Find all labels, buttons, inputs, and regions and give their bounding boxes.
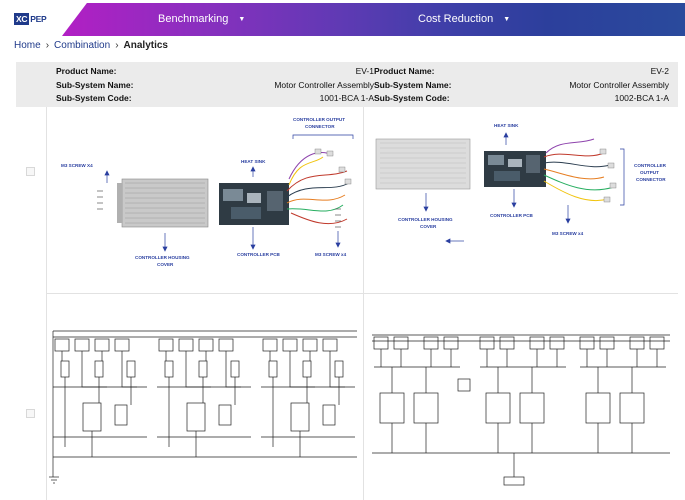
label-controller: CONTROLLER	[634, 163, 667, 168]
logo-mark: XC	[14, 13, 30, 25]
top-navigation-bar: XC PEP Benchmarking ▼ Cost Reduction ▼	[0, 0, 685, 37]
label-m3-screw: M3 SCREW X4	[61, 163, 93, 168]
breadcrumb-analytics: Analytics	[123, 40, 168, 51]
breadcrumb-combination[interactable]: Combination	[54, 40, 111, 51]
breadcrumb-separator-icon: ›	[115, 40, 119, 51]
product-info-band: Product Name: EV-1 Sub-System Name: Moto…	[16, 62, 678, 107]
select-row-schematic-checkbox[interactable]	[26, 409, 35, 418]
product-name-row: Product Name: EV-1	[56, 65, 374, 79]
logo-wordmark: PEP	[30, 14, 47, 24]
exploded-view-ev1[interactable]: M3 SCREW X4 CONTROLLER OUTPUT CONNECTOR …	[47, 109, 363, 293]
nav-cost-reduction-dropdown[interactable]: Cost Reduction ▼	[418, 13, 510, 25]
product-name-value: EV-1	[355, 66, 374, 76]
circuit-schematic-ev1-image	[49, 330, 357, 484]
grid-divider	[46, 293, 678, 294]
subsystem-code-row: Sub-System Code: 1002-BCA 1-A	[374, 92, 669, 106]
breadcrumb-home[interactable]: Home	[14, 40, 41, 51]
label-cover: COVER	[157, 262, 174, 267]
subsystem-code-label: Sub-System Code:	[374, 93, 450, 103]
exploded-view-ev2-image: HEAT SINK CONTROLLER OUTPUT CONNECTOR CO…	[375, 123, 667, 244]
subsystem-name-row: Sub-System Name: Motor Controller Assemb…	[56, 79, 374, 93]
label-controller-pcb: CONTROLLER PCB	[237, 252, 281, 257]
breadcrumb: Home › Combination › Analytics	[14, 40, 168, 51]
circuit-schematic-ev2[interactable]	[364, 327, 678, 497]
select-row-exploded-checkbox[interactable]	[26, 167, 35, 176]
label-m3-screw-b: M3 SCREW x4	[315, 252, 347, 257]
exploded-view-ev1-image: M3 SCREW X4 CONTROLLER OUTPUT CONNECTOR …	[61, 117, 354, 267]
label-controller-pcb: CONTROLLER PCB	[490, 213, 534, 218]
product-name-label: Product Name:	[374, 66, 435, 76]
grid-divider	[363, 107, 364, 500]
nav-band	[62, 3, 685, 36]
product-name-row: Product Name: EV-2	[374, 65, 669, 79]
subsystem-name-row: Sub-System Name: Motor Controller Assemb…	[374, 79, 669, 93]
label-cover: COVER	[420, 224, 437, 229]
subsystem-code-row: Sub-System Code: 1001-BCA 1-A	[56, 92, 374, 106]
label-connector: CONNECTOR	[636, 177, 666, 182]
label-output: OUTPUT	[640, 170, 659, 175]
exploded-view-ev2[interactable]: HEAT SINK CONTROLLER OUTPUT CONNECTOR CO…	[364, 109, 678, 293]
chevron-down-icon: ▼	[238, 15, 246, 23]
subsystem-code-label: Sub-System Code:	[56, 93, 132, 103]
grid-divider	[46, 107, 47, 500]
label-heat-sink: HEAT SINK	[241, 159, 266, 164]
label-controller-housing: CONTROLLER HOUSING	[398, 217, 453, 222]
label-controller-output: CONTROLLER OUTPUT	[293, 117, 345, 122]
subsystem-code-value: 1002-BCA 1-A	[614, 93, 669, 103]
nav-benchmarking-label: Benchmarking	[158, 13, 229, 25]
subsystem-code-value: 1001-BCA 1-A	[319, 93, 374, 103]
chevron-down-icon: ▼	[503, 15, 511, 23]
subsystem-name-label: Sub-System Name:	[56, 79, 134, 90]
comparison-grid: M3 SCREW X4 CONTROLLER OUTPUT CONNECTOR …	[16, 107, 678, 500]
subsystem-name-value: Motor Controller Assembly	[569, 79, 669, 90]
product-name-value: EV-2	[650, 66, 669, 76]
xcpep-logo[interactable]: XC PEP	[14, 11, 47, 27]
label-controller-housing: CONTROLLER HOUSING	[135, 255, 190, 260]
product-info-ev2: Product Name: EV-2 Sub-System Name: Moto…	[374, 65, 669, 106]
breadcrumb-separator-icon: ›	[45, 40, 50, 51]
product-name-label: Product Name:	[56, 66, 117, 76]
label-connector: CONNECTOR	[305, 124, 335, 129]
circuit-schematic-ev1[interactable]	[47, 327, 363, 497]
subsystem-name-value: Motor Controller Assembly	[274, 79, 374, 90]
label-heat-sink: HEAT SINK	[494, 123, 519, 128]
nav-cost-reduction-label: Cost Reduction	[418, 13, 494, 25]
circuit-schematic-ev2-image	[372, 334, 670, 486]
product-info-ev1: Product Name: EV-1 Sub-System Name: Moto…	[56, 65, 374, 106]
subsystem-name-label: Sub-System Name:	[374, 79, 452, 90]
nav-benchmarking-dropdown[interactable]: Benchmarking ▼	[158, 13, 245, 25]
label-m3-screw: M3 SCREW x4	[552, 231, 584, 236]
